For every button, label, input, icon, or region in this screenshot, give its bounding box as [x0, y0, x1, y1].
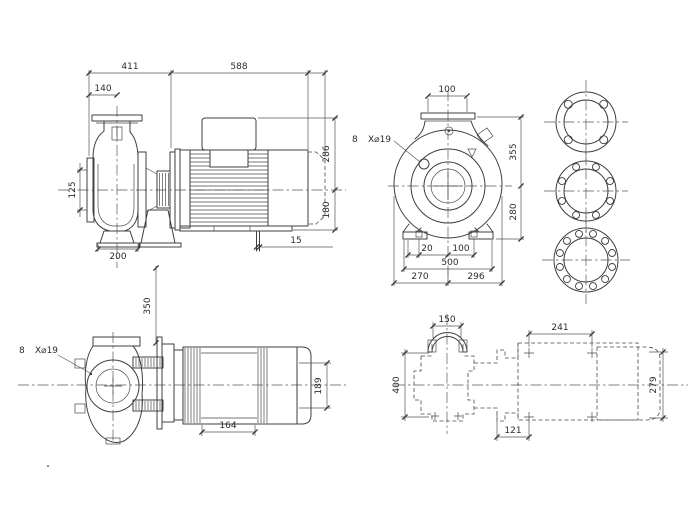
- footprint-dimensions: 150 241 400 279 121: [392, 315, 668, 441]
- hole-count: 8: [19, 346, 25, 356]
- vent-hole: [444, 126, 454, 136]
- left-foot: [402, 231, 428, 240]
- bolt-hole: [575, 282, 583, 291]
- stray-mark: [47, 465, 49, 467]
- hole-spec: X⌀19: [368, 135, 391, 145]
- pump-side-outline: [86, 114, 143, 248]
- suction-flange-top: [427, 332, 468, 353]
- bolt-hole: [555, 263, 564, 271]
- hole-count: 8: [352, 135, 358, 145]
- dim-motor-foot-width: 189: [314, 377, 324, 394]
- bolt-hole: [563, 135, 573, 145]
- volute-front-outline: [393, 112, 503, 240]
- dim-pump-bolt-span: 400: [392, 376, 402, 393]
- front-hole-note: 8 X⌀19: [352, 135, 421, 163]
- dim-bolt-offset: 121: [504, 426, 521, 436]
- bolt-hole: [558, 177, 566, 186]
- bearing-bracket: [137, 148, 182, 248]
- bolt-hole: [562, 275, 571, 284]
- bolt-hole: [591, 163, 600, 171]
- bolt-hole: [563, 99, 573, 109]
- bolt-hole: [589, 282, 597, 291]
- dim-motor-length: 588: [230, 62, 247, 72]
- dim-suction-port: 125: [68, 181, 78, 198]
- bolt-hole: [591, 211, 600, 219]
- bolt-hole: [606, 177, 614, 186]
- baseplate-dashed-outline: [413, 342, 661, 422]
- view-front-elevation: 8 X⌀19 100 355 280 20 100 500 270 296: [352, 85, 525, 287]
- side-dimensions: 411 588 140 125 200 286 180 15: [68, 62, 339, 262]
- pump-plan-outline: [74, 336, 143, 445]
- dim-height-above-cl: 355: [509, 143, 519, 160]
- right-foot: [468, 231, 494, 240]
- dim-cl-to-right: 296: [467, 272, 484, 282]
- view-side-elevation: 411 588 140 125 200 286 180 15: [58, 62, 346, 268]
- bolt-hole: [601, 275, 610, 284]
- bolt-hole: [608, 263, 617, 271]
- bolt-hole: [562, 236, 571, 245]
- dim-motor-foot-spacing: 164: [219, 421, 236, 431]
- bolt-hole: [589, 229, 597, 238]
- motor-side-outline: [179, 117, 326, 252]
- bolt-hole: [572, 211, 581, 219]
- dim-foot-bolt-offset: 15: [290, 236, 301, 246]
- bolt-hole: [575, 229, 583, 238]
- top-lug: [476, 127, 494, 144]
- bolt-hole: [555, 249, 564, 257]
- dim-foot-span: 500: [441, 258, 458, 268]
- dim-suction-flange-width: 150: [438, 315, 455, 325]
- dim-cl-to-slot: 100: [452, 244, 469, 254]
- bolt-hole: [608, 249, 617, 257]
- hole-spec: X⌀19: [35, 346, 58, 356]
- motor-extended-variant: [308, 151, 326, 225]
- bolt-hole: [599, 135, 609, 145]
- cast-mark-triangle: [467, 148, 477, 158]
- dim-discharge-port: 100: [438, 85, 455, 95]
- dim-motor-bolt-span: 279: [649, 376, 659, 393]
- motor-plan-outline: [173, 346, 312, 425]
- terminal-box: [201, 117, 257, 151]
- flange-bolt-hole: [418, 158, 430, 170]
- bolt-hole: [558, 196, 566, 205]
- dim-height-below-cl: 280: [509, 203, 519, 220]
- bolt-hole: [599, 99, 609, 109]
- dim-flange-to-cl: 350: [143, 297, 153, 314]
- coupling-guard-plan: [132, 336, 175, 430]
- plan-dimensions: 350 164 189: [143, 264, 331, 436]
- bolt-hole: [606, 196, 614, 205]
- anchor-bolt-marks: [431, 348, 597, 422]
- dim-cl-to-left: 270: [411, 272, 428, 282]
- bolt-hole: [572, 163, 581, 171]
- plan-hole-note: 8 X⌀19: [19, 346, 93, 376]
- bolt-hole: [601, 236, 610, 245]
- dim-foot-edge-to-slot: 20: [421, 244, 433, 254]
- front-dimensions: 100 355 280 20 100 500 270 296: [390, 85, 525, 287]
- dim-volute-foot-width: 200: [109, 252, 126, 262]
- view-plan: 8 X⌀19 350 164 189: [18, 264, 346, 445]
- terminal-box-base: [209, 149, 249, 168]
- dim-pump-length: 411: [121, 62, 138, 72]
- dim-height-below-cl: 180: [322, 201, 332, 218]
- dim-height-above-cl: 286: [322, 145, 332, 162]
- flange-12-hole: [542, 216, 630, 304]
- flange-drillings: [542, 80, 630, 304]
- view-footprint: 150 241 400 279 121: [392, 314, 688, 441]
- discharge-flange: [420, 112, 476, 120]
- dim-motor-bolt-spacing: 241: [551, 323, 568, 333]
- dim-suction-to-discharge: 140: [94, 84, 111, 94]
